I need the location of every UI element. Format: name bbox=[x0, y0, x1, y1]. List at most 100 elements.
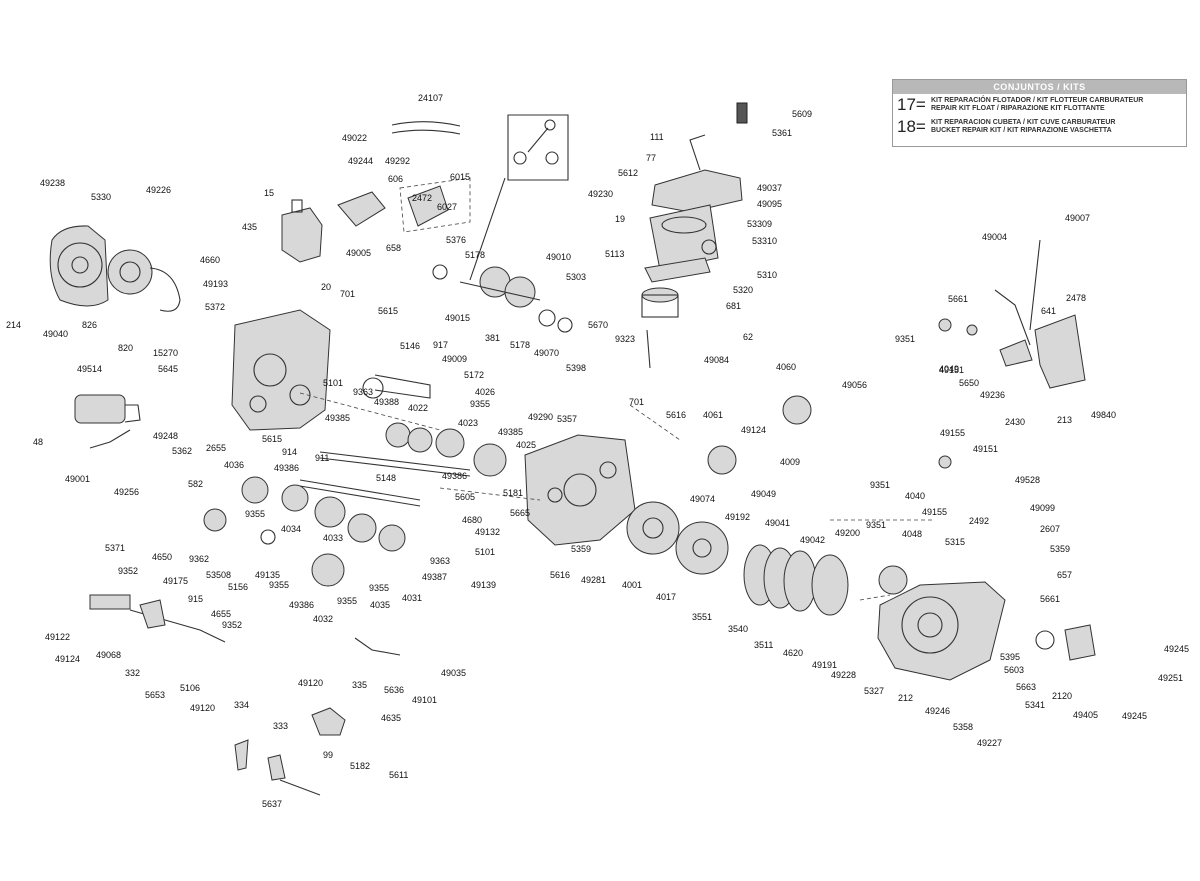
assembly-lines bbox=[299, 392, 935, 601]
part-number-label: 826 bbox=[82, 320, 98, 330]
part-number-label: 4680 bbox=[462, 515, 483, 525]
part-number-label: 5106 bbox=[180, 683, 201, 693]
part-number-label: 5315 bbox=[945, 537, 966, 547]
part-number-label: 49251 bbox=[1158, 673, 1184, 683]
part-number-label: 49074 bbox=[690, 494, 716, 504]
part-number-label: 2430 bbox=[1005, 417, 1026, 427]
part-number-label: 5615 bbox=[378, 306, 399, 316]
part-number-label: 49099 bbox=[1030, 503, 1056, 513]
part-number-label: 9355 bbox=[337, 596, 358, 606]
cylinder-head bbox=[641, 102, 748, 369]
part-number-label: 4033 bbox=[323, 533, 344, 543]
part-number-label: 214 bbox=[6, 320, 22, 330]
carburettor bbox=[281, 177, 471, 263]
part-number-label: 49009 bbox=[442, 354, 468, 364]
part-number-label: 49120 bbox=[298, 678, 324, 688]
part-number-label: 5146 bbox=[400, 341, 421, 351]
part-number-label: 4032 bbox=[313, 614, 334, 624]
part-number-label: 49386 bbox=[274, 463, 300, 473]
kit-row-17: 17= KIT REPARACIÓN FLOTADOR / KIT FLOTTE… bbox=[893, 94, 1186, 116]
part-number-label: 5609 bbox=[792, 109, 813, 119]
part-number-label: 5101 bbox=[475, 547, 496, 557]
part-number-label: 49245 bbox=[1122, 711, 1148, 721]
kit-row-18: 18= KIT REPARACION CUBETA / KIT CUVE CAR… bbox=[893, 116, 1186, 138]
part-number-label: 4023 bbox=[458, 418, 479, 428]
part-number-label: 820 bbox=[118, 343, 134, 353]
part-number-label: 5616 bbox=[666, 410, 687, 420]
part-number-label: 4048 bbox=[902, 529, 923, 539]
part-number-label: 4660 bbox=[200, 255, 221, 265]
part-number-label: 49084 bbox=[704, 355, 730, 365]
part-number-label: 3551 bbox=[692, 612, 713, 622]
part-number-label: 5661 bbox=[1040, 594, 1061, 604]
part-number-label: 15270 bbox=[153, 348, 179, 358]
part-number-label: 49095 bbox=[757, 199, 783, 209]
part-number-label: 212 bbox=[898, 693, 914, 703]
part-number-label: 49120 bbox=[190, 703, 216, 713]
part-number-label: 681 bbox=[726, 301, 742, 311]
part-number-label: 49022 bbox=[342, 133, 368, 143]
part-number-label: 49155 bbox=[922, 507, 948, 517]
part-number-label: 9362 bbox=[189, 554, 210, 564]
part-number-label: 333 bbox=[273, 721, 289, 731]
kits-legend: CONJUNTOS / KITS 17= KIT REPARACIÓN FLOT… bbox=[892, 79, 1187, 147]
part-number-label: 4022 bbox=[408, 403, 429, 413]
part-number-label: 4049 bbox=[939, 364, 960, 374]
part-number-label: 9352 bbox=[222, 620, 243, 630]
part-number-label: 4060 bbox=[776, 362, 797, 372]
part-number-label: 701 bbox=[629, 397, 645, 407]
part-number-label: 5665 bbox=[510, 508, 531, 518]
part-number-label: 2478 bbox=[1066, 293, 1087, 303]
part-number-label: 5612 bbox=[618, 168, 639, 178]
part-number-label: 5603 bbox=[1004, 665, 1025, 675]
part-number-label: 914 bbox=[282, 447, 298, 457]
part-number-label: 5670 bbox=[588, 320, 609, 330]
kit-description: KIT REPARACION CUBETA / KIT CUVE CARBURA… bbox=[931, 119, 1116, 134]
part-number-label: 49005 bbox=[346, 248, 372, 258]
magneto-cover bbox=[49, 225, 181, 312]
part-number-label: 5650 bbox=[959, 378, 980, 388]
part-number-label: 5310 bbox=[757, 270, 778, 280]
part-number-label: 77 bbox=[646, 153, 657, 163]
part-number-label: 49290 bbox=[528, 412, 554, 422]
part-number-label: 9363 bbox=[430, 556, 451, 566]
part-number-label: 49236 bbox=[980, 390, 1006, 400]
part-number-label: 49151 bbox=[939, 365, 965, 375]
part-number-label: 49228 bbox=[831, 670, 857, 680]
part-number-label: 334 bbox=[234, 700, 250, 710]
part-number-label: 9355 bbox=[369, 583, 390, 593]
part-number-label: 5327 bbox=[864, 686, 885, 696]
part-number-label: 49175 bbox=[163, 576, 189, 586]
kits-title: CONJUNTOS / KITS bbox=[893, 80, 1186, 94]
part-number-label: 4017 bbox=[656, 592, 677, 602]
part-number-label: 49132 bbox=[475, 527, 501, 537]
part-number-label: 5178 bbox=[465, 250, 486, 260]
part-number-label: 3511 bbox=[754, 640, 774, 650]
part-number-label: 5303 bbox=[566, 272, 587, 282]
part-number-label: 24107 bbox=[418, 93, 444, 103]
part-number-label: 3540 bbox=[728, 624, 749, 634]
part-number-label: 5661 bbox=[948, 294, 969, 304]
part-number-label: 49245 bbox=[1164, 644, 1190, 654]
part-number-label: 5359 bbox=[1050, 544, 1071, 554]
part-number-label: 49155 bbox=[940, 428, 966, 438]
part-number-label: 48 bbox=[33, 437, 44, 447]
part-number-label: 49840 bbox=[1091, 410, 1117, 420]
part-number-label: 2472 bbox=[412, 193, 433, 203]
part-number-label: 5653 bbox=[145, 690, 166, 700]
crankshaft bbox=[432, 177, 573, 333]
right-crankcase bbox=[524, 434, 636, 546]
part-number-label: 4655 bbox=[211, 609, 232, 619]
part-number-label: 5101 bbox=[323, 378, 344, 388]
part-number-label: 4061 bbox=[703, 410, 724, 420]
kit-description: KIT REPARACIÓN FLOTADOR / KIT FLOTTEUR C… bbox=[931, 97, 1144, 112]
part-number-label: 49387 bbox=[422, 572, 448, 582]
part-number-label: 62 bbox=[743, 332, 754, 342]
part-number-label: 9351 bbox=[870, 480, 891, 490]
part-number-label: 5341 bbox=[1025, 700, 1046, 710]
part-number-label: 4009 bbox=[780, 457, 801, 467]
clutch-pack bbox=[626, 395, 849, 616]
starter-motor bbox=[74, 394, 141, 449]
